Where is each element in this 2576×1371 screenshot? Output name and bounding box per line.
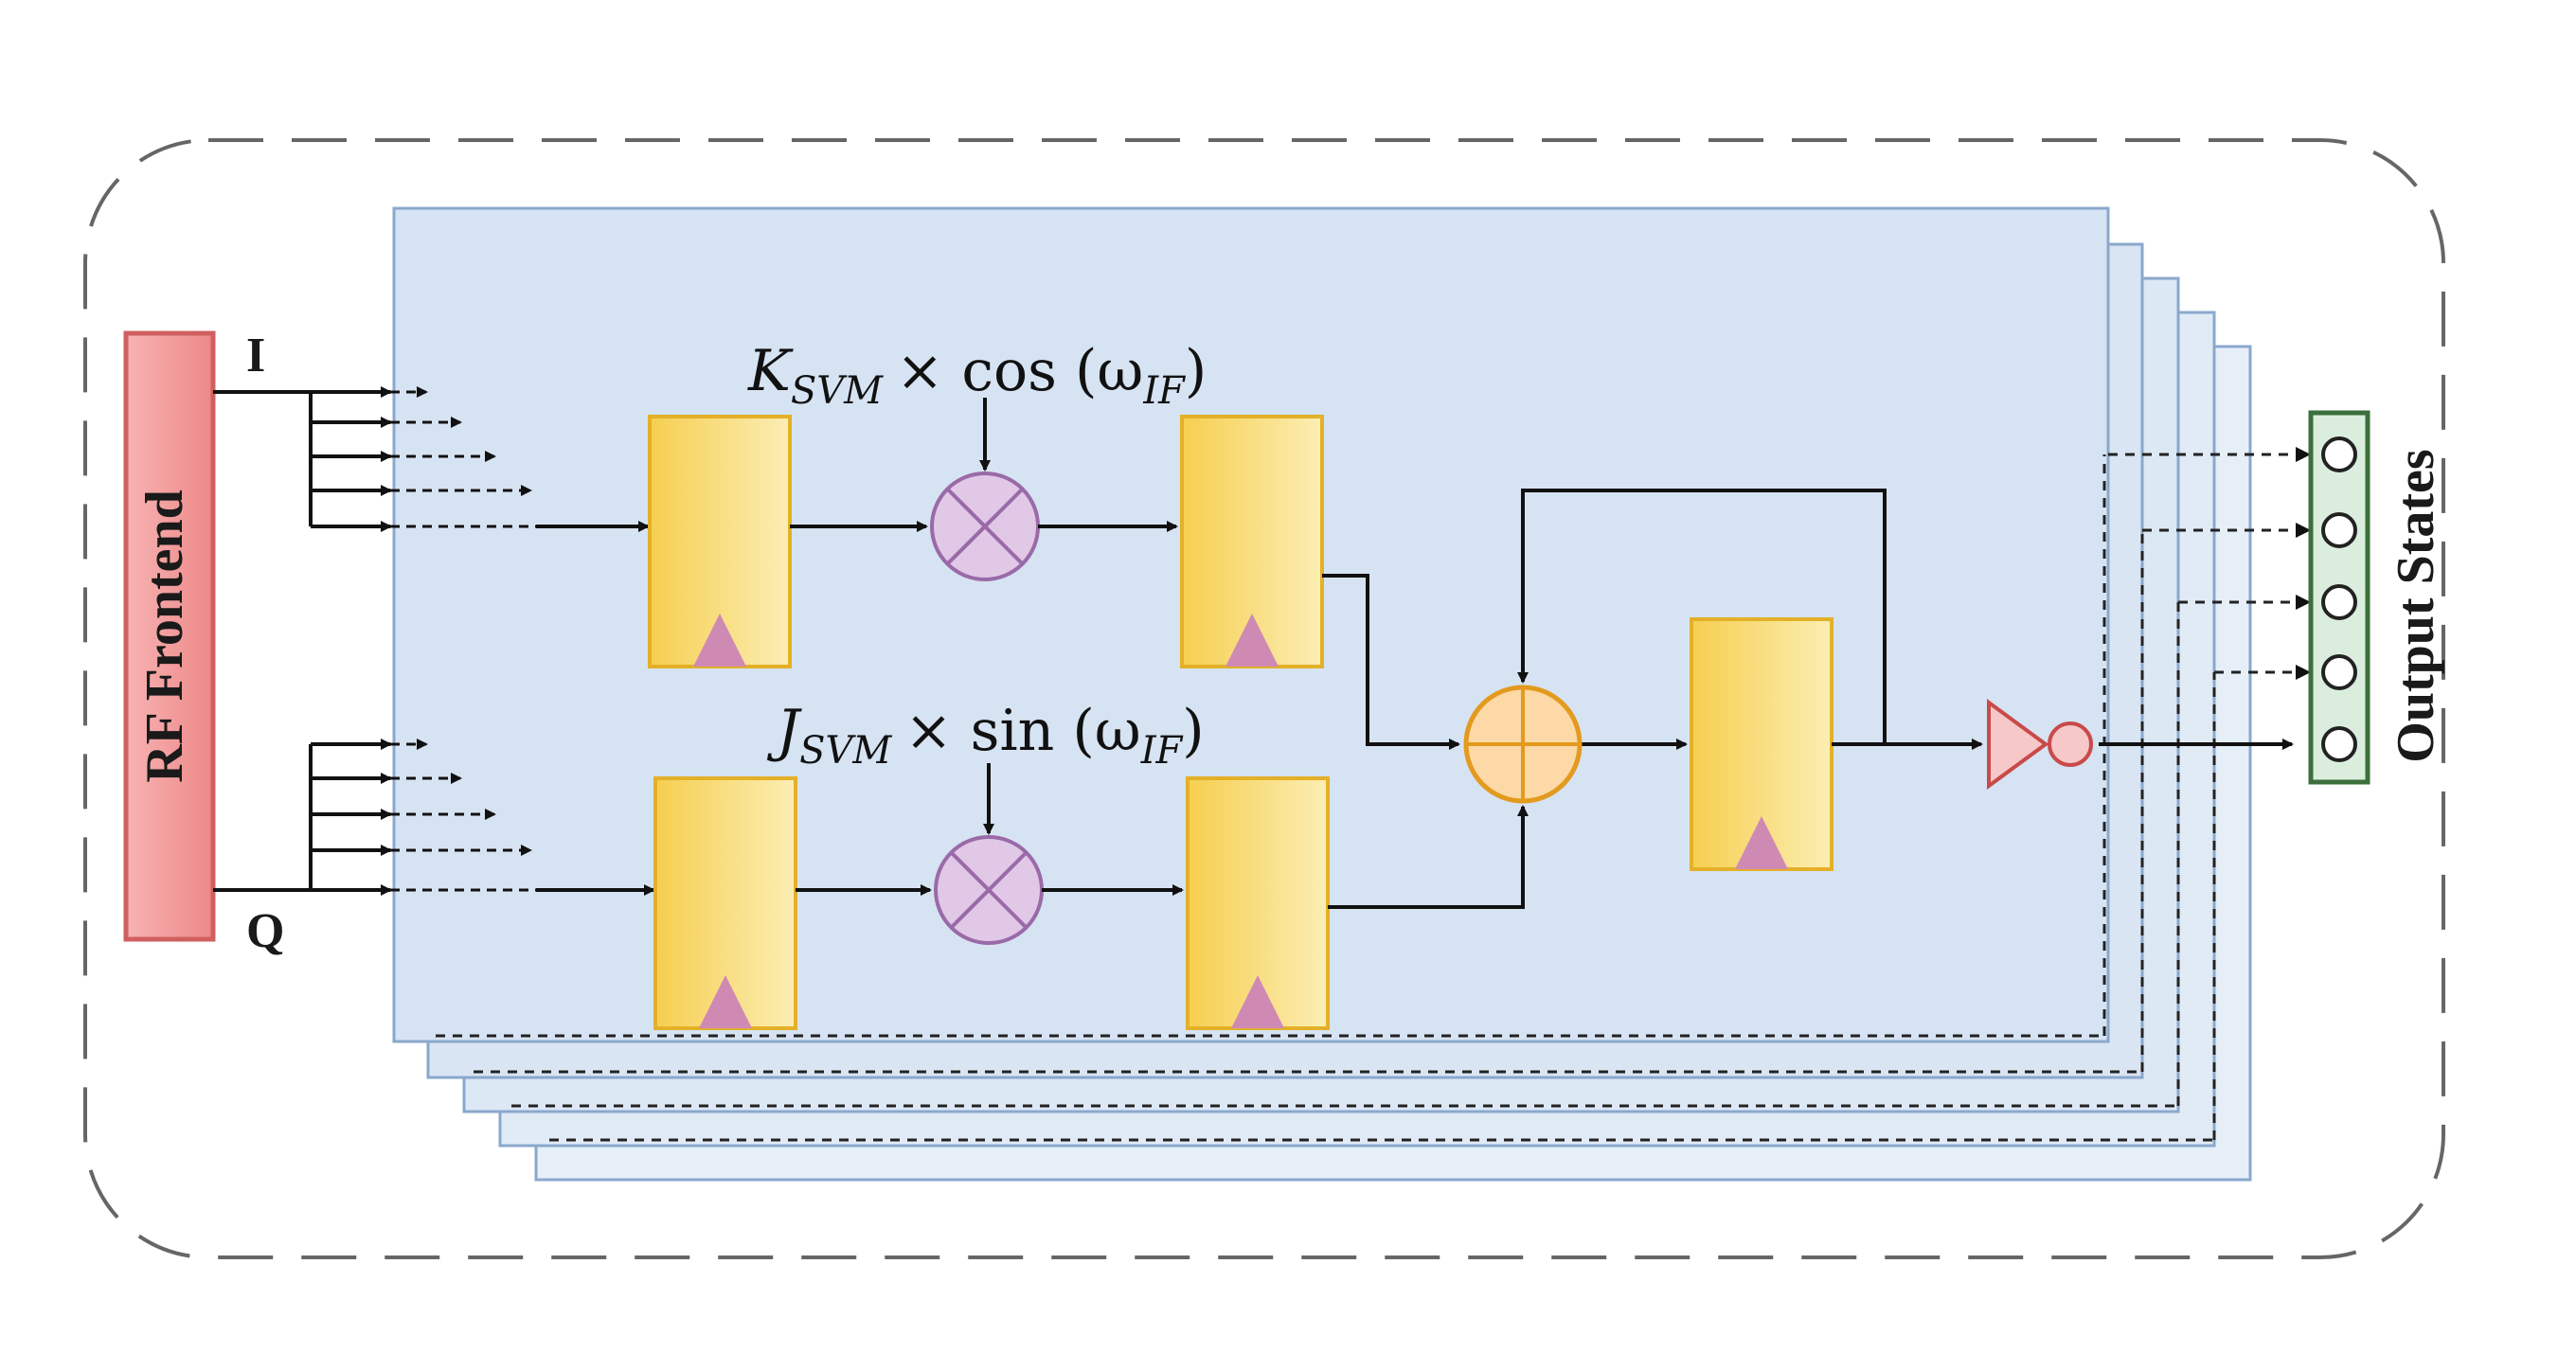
- register-i-1: [648, 415, 792, 668]
- layer-stack: [392, 206, 2252, 1182]
- output-circle-icon: [2321, 584, 2357, 620]
- output-states-block: [2308, 410, 2370, 785]
- q-fanout-wires: [213, 739, 392, 896]
- outer-dashed-boundary: [83, 138, 2445, 1259]
- output-circle-icon: [2321, 654, 2357, 690]
- rf-frontend-label: RF Frontend: [135, 490, 194, 783]
- multiplier-i: [930, 472, 1040, 581]
- output-arrowheads: [2296, 447, 2311, 680]
- adder: [1463, 685, 1583, 804]
- register-q-2: [1186, 776, 1330, 1030]
- output-circle-icon: [2321, 512, 2357, 548]
- clock-triangle-icon: [1231, 975, 1284, 1028]
- clock-triangle-icon: [1735, 816, 1788, 869]
- i-fanout-wires: [213, 386, 392, 532]
- k-coefficient-label: KSVM× cos (ωIF): [747, 338, 1207, 413]
- i-signal-label: I: [246, 329, 265, 383]
- multiplier-q: [934, 835, 1044, 945]
- inverter: [1987, 699, 2093, 790]
- q-signal-label: Q: [246, 904, 284, 958]
- rf-frontend-block: [123, 330, 216, 942]
- output-circle-icon: [2321, 436, 2357, 472]
- clock-triangle-icon: [1225, 614, 1279, 667]
- register-q-1: [653, 776, 797, 1030]
- q-fanout-dashed: [390, 739, 536, 892]
- accumulator-register: [1690, 617, 1834, 871]
- datapath-wires: [790, 489, 2294, 909]
- hidden-layer-wires: [436, 453, 2292, 1142]
- clock-triangle-icon: [693, 614, 746, 667]
- output-states-label: Output States: [2387, 449, 2445, 762]
- j-coefficient-label: JSVM× sin (ωIF): [766, 698, 1205, 773]
- output-circle-icon: [2321, 726, 2357, 762]
- i-fanout-dashed: [390, 386, 536, 528]
- register-i-2: [1180, 415, 1324, 668]
- clock-triangle-icon: [699, 975, 752, 1028]
- inverter-icon: [1987, 699, 2049, 790]
